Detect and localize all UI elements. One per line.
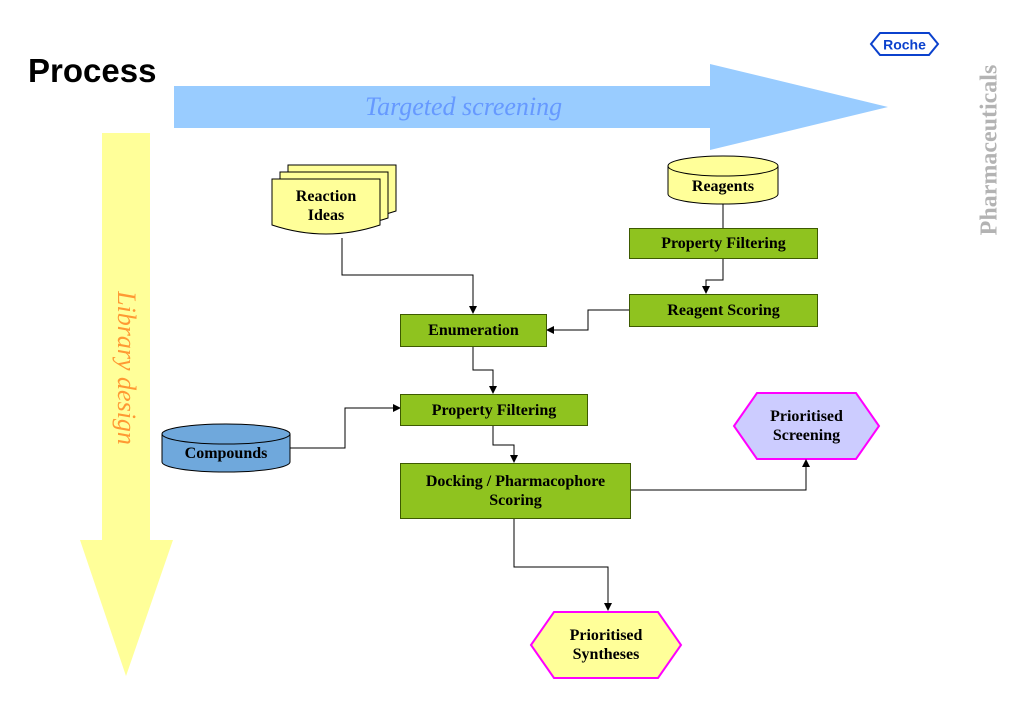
targeted-screening-arrow [174, 64, 888, 150]
connector-docking-to-screening [630, 459, 810, 491]
roche-logo-text: Roche [883, 37, 926, 53]
pharmaceuticals-label: Pharmaceuticals [976, 64, 1003, 236]
docking-scoring-box: Docking / Pharmacophore Scoring [400, 463, 631, 519]
roche-logo: Roche [869, 32, 940, 56]
connector-enumeration-to-filtering [472, 347, 497, 394]
enumeration-box: Enumeration [400, 314, 547, 347]
page-title: Process [28, 52, 157, 89]
reagents-label: Reagents [691, 177, 755, 195]
connector-docking-to-syntheses [513, 518, 612, 611]
property-filtering-top-box: Property Filtering [629, 228, 818, 259]
property-filtering-mid-box: Property Filtering [400, 394, 588, 426]
prioritised-syntheses-hexagon [529, 611, 683, 679]
prioritised-screening-hexagon [732, 392, 881, 460]
connector-ideas-to-enumeration [341, 238, 477, 314]
compounds-label: Compounds [184, 444, 268, 462]
reaction-ideas-document-stack [271, 164, 397, 235]
connector-filtering-to-docking [492, 425, 518, 463]
connector-compounds-to-filtering [290, 404, 401, 449]
compounds-cylinder [161, 423, 291, 473]
prioritised-screening-label: Prioritised Screening [770, 408, 843, 444]
library-design-label: Library design [112, 291, 141, 445]
connector-filtering-to-scoring [702, 259, 724, 294]
reagent-scoring-box: Reagent Scoring [629, 294, 818, 327]
library-design-arrow [80, 133, 173, 676]
connector-scoring-to-enumeration [546, 309, 629, 334]
connectors [290, 204, 810, 611]
prioritised-syntheses-label: Prioritised Syntheses [569, 627, 643, 663]
reaction-ideas-label: Reaction Ideas [295, 188, 357, 224]
targeted-screening-label: Targeted screening [365, 92, 563, 121]
